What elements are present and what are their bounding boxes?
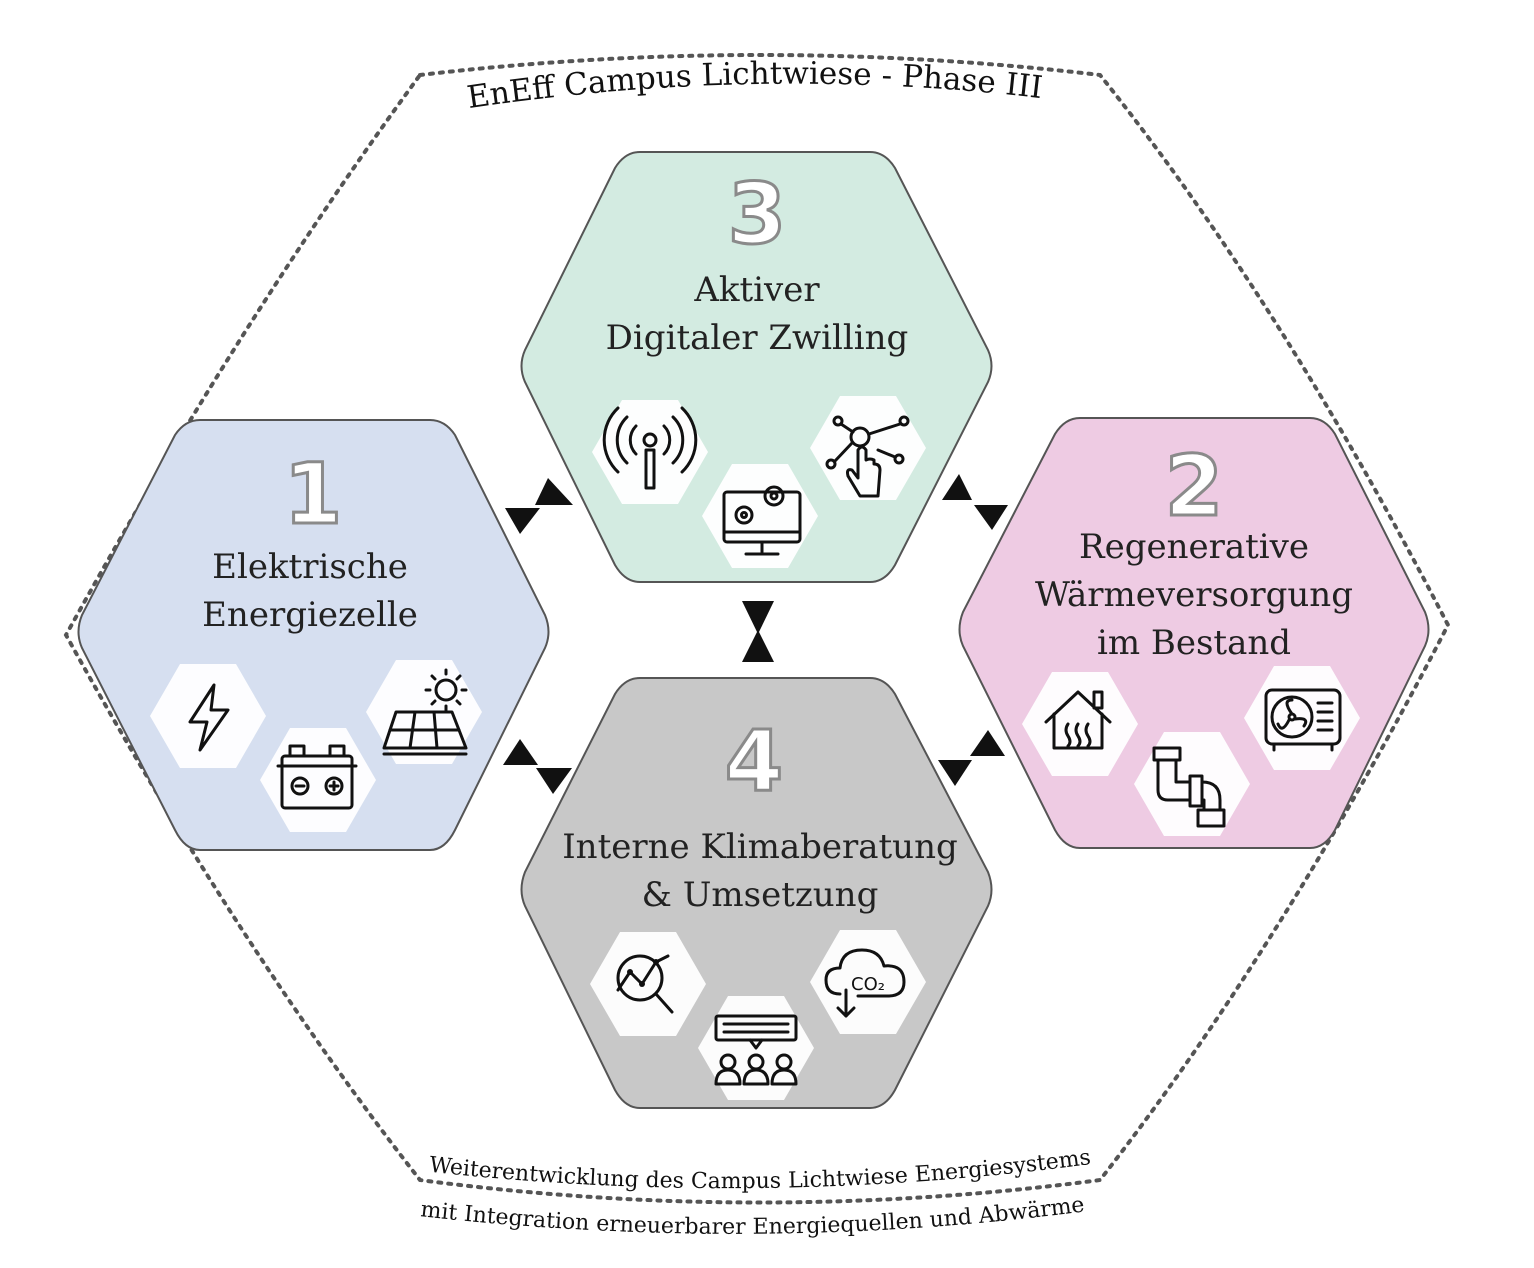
module-3-title-line-2: Digitaler Zwilling [606,318,909,358]
subtitle-line-2: mit Integration erneuerbarer Energiequel… [419,1192,1086,1239]
module-4-title-line-1: Interne Klimaberatung [562,827,957,867]
co2-reduction-icon: CO₂ [824,948,906,1018]
module-2-title-line-1: Regenerative [1079,527,1309,567]
battery-icon [276,744,358,810]
lightning-icon [188,683,230,752]
antenna-icon [602,406,698,490]
module-2-title-line-3: im Bestand [1097,623,1291,663]
module-3-title-line-1: Aktiver [693,270,820,310]
svg-text:CO₂: CO₂ [851,974,885,995]
module-3-number: 3 [728,165,786,263]
outer-boundary [63,53,1451,1205]
pipe-icon [1152,746,1226,828]
module-4-hexagon: 4 Interne Klimaberatung & Umsetzung [520,677,993,1109]
diagram-title: EnEff Campus Lichtwiese - Phase III [465,56,1045,116]
module-2-hexagon: 2 Regenerative Wärmeversorgung im Bestan… [958,417,1430,849]
module-4-number: 4 [725,712,783,810]
connector-1-3 [505,478,573,534]
heat-pump-icon [1264,688,1342,752]
network-touch-icon [825,415,910,498]
module-3-hexagon: 3 Aktiver Digitaler Zwilling [520,151,993,583]
module-1-hexagon: 1 Elektrische Energiezelle [77,419,550,851]
module-1-title-line-1: Elektrische [212,547,408,587]
connector-4-2 [938,730,1005,786]
module-1-number: 1 [284,445,342,543]
module-2-title-line-2: Wärmeversorgung [1035,575,1353,615]
subtitle-line-1: Weiterentwicklung des Campus Lichtwiese … [428,1145,1092,1194]
heated-house-icon [1044,690,1112,750]
solar-panel-icon [382,668,468,756]
module-4-title-line-2: & Umsetzung [642,875,879,915]
connector-3-2 [942,474,1008,530]
analysis-magnifier-icon [616,954,674,1014]
connector-1-4 [503,739,572,794]
team-discussion-icon [714,1014,798,1086]
connector-3-4 [742,601,774,662]
module-1-title-line-2: Energiezelle [202,595,418,635]
computer-gears-icon [722,485,802,556]
module-2-number: 2 [1165,437,1223,535]
